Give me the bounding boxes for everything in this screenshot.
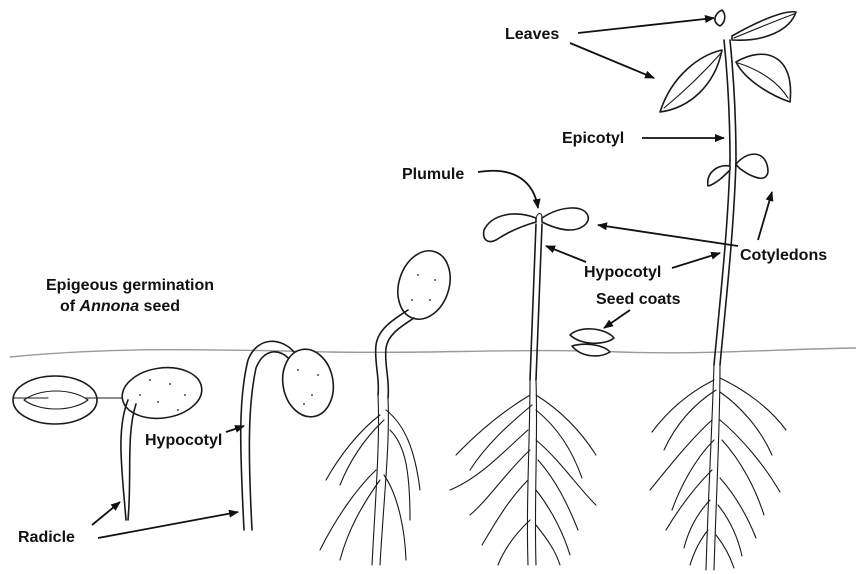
stage-1-seed: [119, 363, 205, 424]
stage-5-leaf-right: [736, 54, 791, 102]
stage-2-seedling: [241, 341, 339, 530]
arrow-leaves-left: [570, 43, 654, 78]
arrow-hypocotyl-stage4-left: [546, 246, 586, 262]
label-radicle: Radicle: [18, 529, 75, 546]
arrow-hypocotyl-stage4-right: [672, 253, 720, 268]
stage-4-roots: [450, 380, 596, 565]
arrow-seed-coats: [604, 310, 630, 328]
stage-5-hypocotyl: [714, 160, 736, 365]
stage-5-roots: [650, 365, 786, 570]
stage-5-leaf-left: [660, 50, 722, 112]
label-plumule: Plumule: [402, 166, 464, 183]
arrow-plumule: [478, 171, 538, 208]
stage-3-cotyledons: [389, 244, 458, 326]
stage-5-epicotyl: [724, 40, 736, 160]
stage-5-seedling: [650, 10, 796, 570]
stage-4-seedling: [450, 208, 596, 565]
stage-4-hypocotyl: [530, 224, 542, 380]
stage-4-plumule: [536, 214, 542, 219]
stage-1-radicle: [121, 400, 136, 520]
arrow-leaves-top: [578, 18, 714, 33]
arrow-radicle-stage1: [92, 502, 120, 525]
stage-4-left-cotyledon: [484, 214, 536, 242]
diagram-title: Epigeous germination of Annona seed: [46, 277, 214, 315]
arrow-cotyledons-stage4: [598, 225, 738, 246]
seed-coats: [570, 329, 614, 356]
label-cotyledons: Cotyledons: [740, 247, 827, 264]
label-seed-coats: Seed coats: [596, 291, 681, 308]
stage-3-stem: [376, 310, 414, 398]
label-leaves: Leaves: [505, 26, 559, 43]
title-line-1: Epigeous germination: [46, 277, 214, 294]
stage-3-roots: [320, 395, 420, 565]
stage-5-left-cotyledon: [708, 166, 730, 186]
title-line-2: of Annona seed: [60, 298, 180, 315]
stage-3-seedling: [320, 244, 459, 565]
stage-5-right-cotyledon: [736, 154, 768, 178]
label-hypocotyl-stage4: Hypocotyl: [584, 264, 661, 281]
soil-line: [10, 348, 856, 357]
label-hypocotyl-stage2: Hypocotyl: [145, 432, 222, 449]
stage-5-leaf-top: [715, 10, 725, 26]
arrow-cotyledons-stage5: [758, 192, 772, 240]
stage-1-seed-coat: [13, 376, 97, 424]
label-epicotyl: Epicotyl: [562, 130, 624, 147]
stage-4-right-cotyledon: [542, 208, 588, 230]
arrow-radicle-stage2: [98, 512, 238, 538]
